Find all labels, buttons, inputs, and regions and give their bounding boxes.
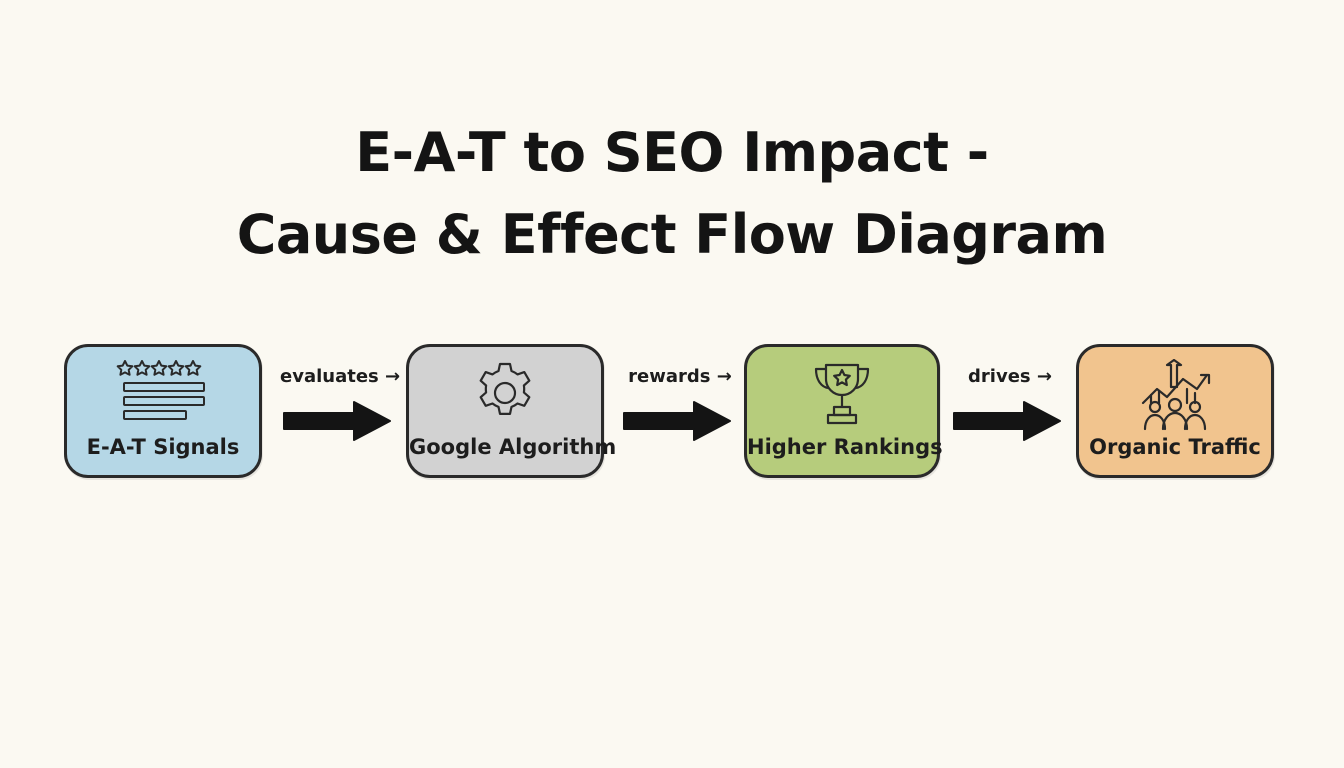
arrow-right-icon: [953, 401, 1061, 441]
connector-label: drives →: [968, 366, 1052, 387]
connector-rewards: rewards →: [620, 364, 740, 444]
node-google-algorithm: Google Algorithm: [406, 344, 617, 478]
stars-list-icon: [115, 359, 211, 431]
node-higher-rankings: Higher Rankings: [744, 344, 943, 478]
growth-people-icon: [1137, 358, 1213, 437]
node-eat-signals: E-A-T Signals: [64, 344, 262, 478]
diagram-title: E-A-T to SEO Impact - Cause & Effect Flo…: [0, 112, 1344, 276]
node-label: Organic Traffic: [1089, 435, 1261, 459]
title-line-1: E-A-T to SEO Impact -: [355, 121, 989, 184]
node-label: Higher Rankings: [747, 435, 943, 459]
node-organic-traffic: Organic Traffic: [1076, 344, 1274, 478]
node-label: E-A-T Signals: [86, 435, 240, 459]
arrow-right-icon: [623, 401, 731, 441]
connector-evaluates: evaluates →: [280, 364, 400, 444]
gear-icon: [470, 359, 540, 431]
trophy-icon: [806, 359, 878, 435]
arrow-right-icon: [283, 401, 391, 441]
title-line-2: Cause & Effect Flow Diagram: [236, 203, 1108, 266]
connector-drives: drives →: [950, 364, 1070, 444]
connector-label: evaluates →: [280, 366, 401, 387]
connector-label: rewards →: [628, 366, 732, 387]
node-label: Google Algorithm: [409, 435, 617, 459]
